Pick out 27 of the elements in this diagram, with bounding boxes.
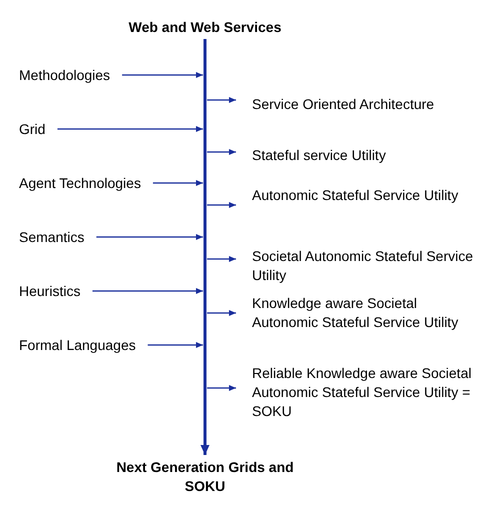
input-label: Grid — [19, 121, 46, 137]
arrow — [152, 180, 203, 186]
input-label: Agent Technologies — [19, 175, 141, 191]
output-label: Knowledge aware Societal Autonomic Stateful Service Utility — [252, 295, 458, 330]
heading-label: Next Generation Grids and SOKU — [116, 459, 294, 494]
arrow — [122, 72, 203, 78]
output-label: Reliable Knowledge aware Societal Autonomic Stateful Service Utility = SOKU — [252, 365, 472, 419]
input-label: Heuristics — [19, 283, 80, 299]
arrow — [92, 288, 203, 294]
arrow — [96, 234, 203, 240]
arrow — [148, 342, 203, 348]
output-label: Autonomic Stateful Service Utility — [252, 187, 458, 203]
arrow — [207, 310, 236, 316]
arrow — [207, 256, 236, 262]
arrow — [207, 97, 236, 103]
arrow — [207, 385, 236, 391]
output-label: Societal Autonomic Stateful Service Utility — [252, 248, 474, 283]
heading-label: Web and Web Services — [128, 19, 282, 35]
arrow — [200, 39, 210, 455]
arrow — [57, 126, 203, 132]
output-label: Stateful service Utility — [252, 147, 386, 163]
input-label: Methodologies — [19, 67, 110, 83]
input-label: Semantics — [19, 229, 84, 245]
arrow — [207, 202, 236, 208]
output-label: Service Oriented Architecture — [252, 96, 434, 112]
arrow — [207, 149, 236, 155]
input-label: Formal Languages — [19, 337, 136, 353]
